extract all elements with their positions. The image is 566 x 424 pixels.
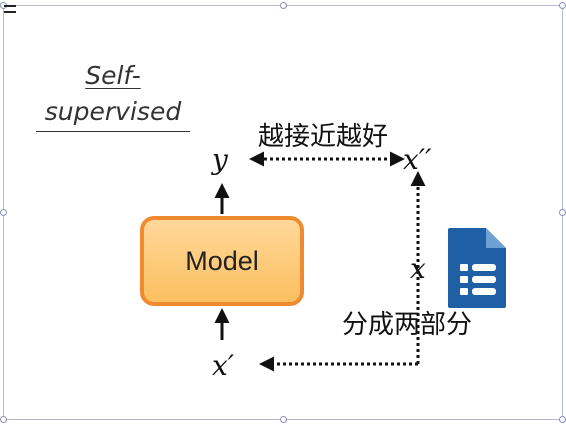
resize-handle-bottom-middle[interactable] — [280, 416, 287, 423]
target-x-double-prime: x′′ — [403, 143, 432, 176]
diagram-title: Self- supervised — [30, 58, 196, 130]
title-line-2: supervised — [44, 97, 182, 126]
document-list-icon — [448, 228, 506, 308]
resize-handle-middle-left[interactable] — [0, 209, 7, 216]
model-label: Model — [185, 245, 259, 276]
resize-handle-top-middle[interactable] — [280, 2, 287, 9]
title-line-1: Self- — [85, 61, 141, 90]
resize-handle-bottom-left[interactable] — [0, 416, 7, 423]
input-x-prime: x′ — [212, 349, 235, 382]
title-underline — [36, 131, 190, 132]
closer-is-better-label: 越接近越好 — [258, 122, 389, 152]
model-box: Model — [140, 216, 304, 306]
output-y: y — [212, 143, 228, 176]
input-x: x — [410, 252, 426, 285]
menu-mark-icon — [4, 5, 16, 13]
split-in-two-label: 分成两部分 — [342, 310, 473, 340]
